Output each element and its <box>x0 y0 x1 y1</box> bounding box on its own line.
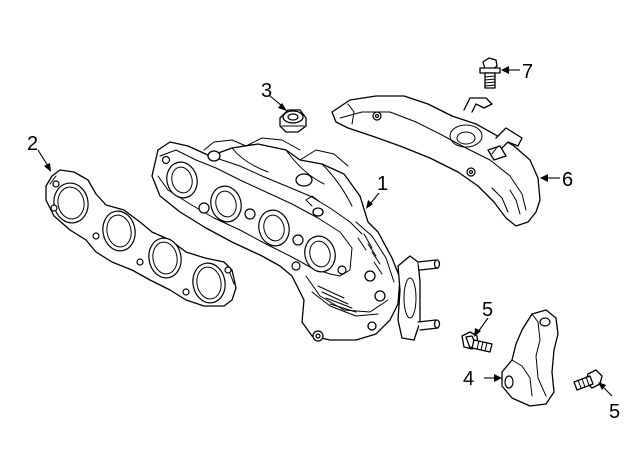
callout-5-label: 5 <box>609 401 620 423</box>
bolt-icon[interactable] <box>461 331 493 353</box>
manifold-gasket-icon[interactable] <box>45 169 237 307</box>
exhaust-manifold-icon[interactable] <box>151 137 441 342</box>
callout-4-label: 4 <box>463 368 474 390</box>
heat-shield-icon[interactable] <box>331 95 541 227</box>
callout-1-label: 1 <box>377 173 388 195</box>
bolt-icon[interactable] <box>479 57 501 89</box>
support-bracket-icon[interactable] <box>501 309 559 407</box>
callout-3-label: 3 <box>261 80 272 102</box>
callout-2-label: 2 <box>27 133 38 155</box>
flange-nut-icon[interactable] <box>279 109 307 133</box>
leader-lines <box>37 66 613 397</box>
callout-5-label: 5 <box>482 299 493 321</box>
bolt-icon[interactable] <box>573 369 603 391</box>
callout-6-label: 6 <box>562 169 573 191</box>
callout-7-label: 7 <box>522 61 533 83</box>
